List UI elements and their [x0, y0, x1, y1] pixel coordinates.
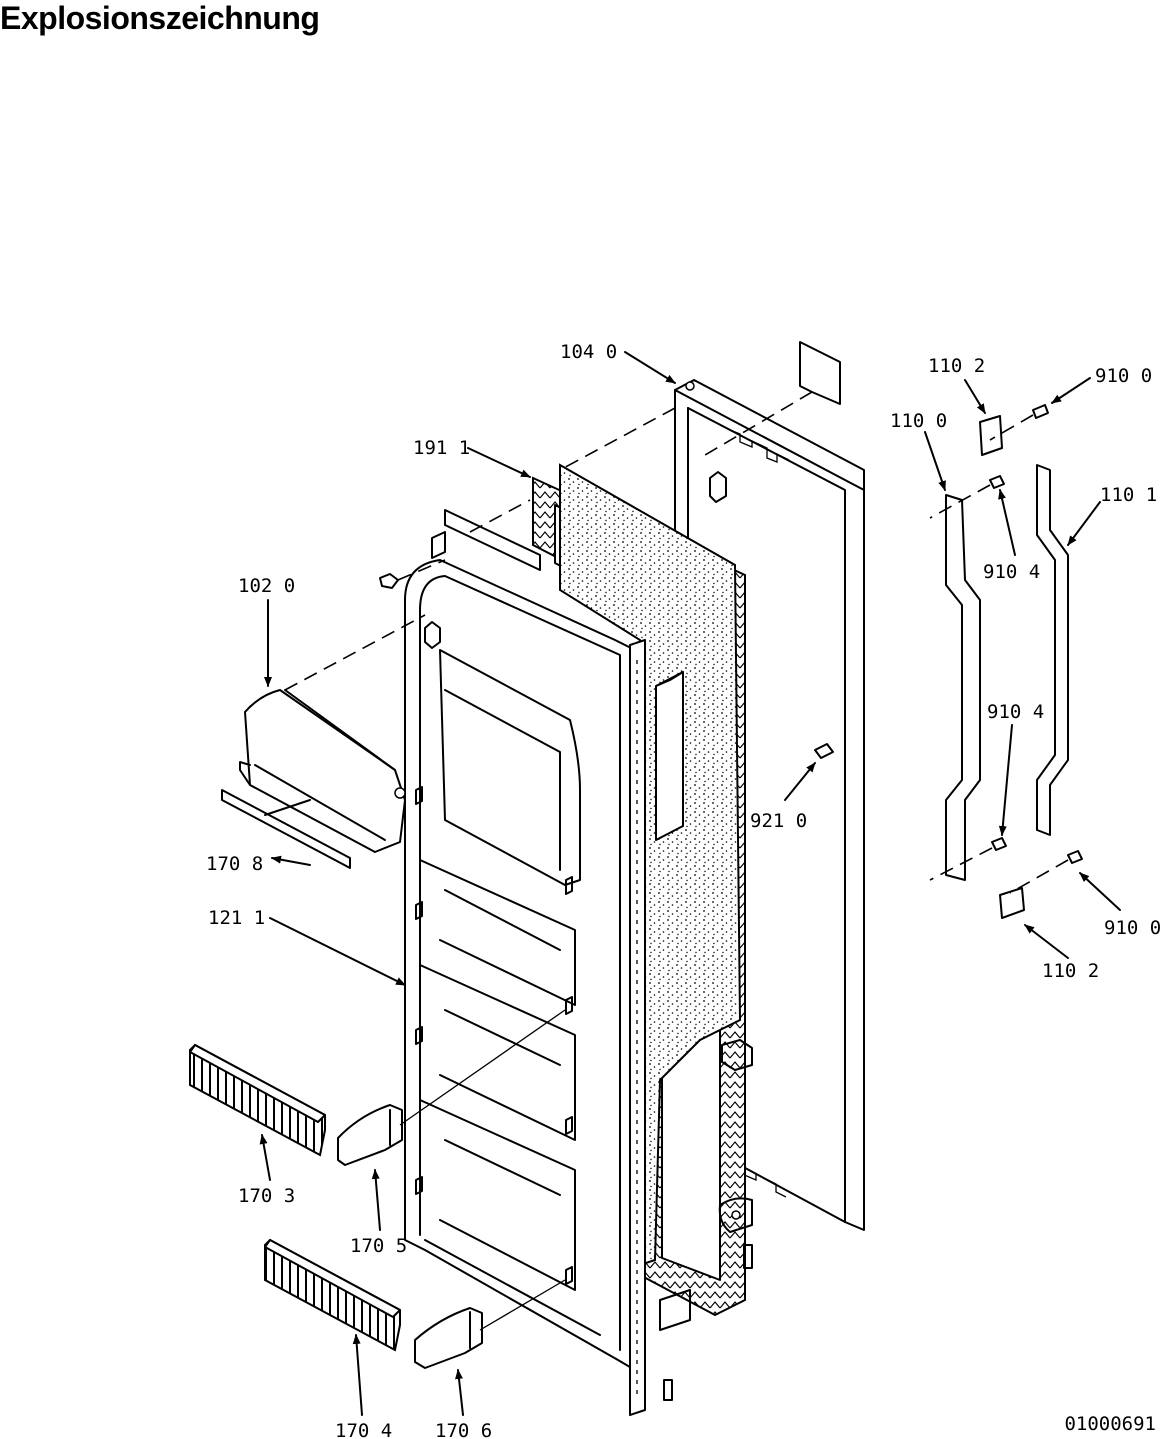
callout-110-0: 110 0: [890, 410, 947, 432]
callout-110-2-bottom: 110 2: [1042, 960, 1099, 982]
inner-door-liner: [404, 509, 646, 1416]
screw: [991, 837, 1007, 851]
screw: [989, 475, 1005, 489]
callout-170-5: 170 5: [350, 1235, 407, 1257]
handle-bar: [1036, 464, 1069, 836]
foam-insulation: [559, 463, 742, 1267]
callout-910-0-top: 910 0: [1095, 365, 1152, 387]
hinge-bracket: [721, 1039, 753, 1071]
callout-910-4-mid: 910 4: [987, 701, 1044, 723]
callout-170-6: 170 6: [435, 1420, 492, 1439]
door-stop: [718, 1197, 753, 1233]
leader-lines: [259, 351, 1121, 1416]
callout-102-0: 102 0: [238, 575, 295, 597]
document-id: 01000691: [1064, 1413, 1156, 1435]
handle-clip-top: [979, 415, 1003, 456]
screw: [743, 1244, 753, 1269]
callout-170-4: 170 4: [335, 1420, 392, 1439]
callout-170-3: 170 3: [238, 1185, 295, 1207]
callout-191-1: 191 1: [413, 437, 470, 459]
door-shelf-upper: [189, 1043, 326, 1157]
handle-clip-bottom: [999, 887, 1025, 919]
callout-910-4-top: 910 4: [983, 561, 1040, 583]
callout-910-0-bottom: 910 0: [1104, 917, 1161, 939]
shelf-end-cap-upper: [337, 1104, 403, 1166]
screw: [379, 573, 399, 589]
shelf-end-cap-lower: [414, 1307, 483, 1369]
screw: [663, 1379, 673, 1401]
handle-mount-bracket: [945, 494, 981, 881]
callout-170-8: 170 8: [206, 853, 263, 875]
lower-hinge: [659, 1289, 691, 1331]
screw: [1067, 850, 1083, 864]
callout-921-0: 921 0: [750, 810, 807, 832]
callout-110-2-top: 110 2: [928, 355, 985, 377]
label-tag: [799, 341, 841, 405]
callout-121-1: 121 1: [208, 907, 265, 929]
door-shelf-lower: [264, 1238, 401, 1352]
page-title: Explosionszeichnung: [0, 0, 320, 36]
dairy-compartment-cover: [239, 689, 406, 853]
screw: [1032, 404, 1049, 419]
cover-trim-strip: [221, 789, 351, 869]
callout-110-1: 110 1: [1100, 484, 1157, 506]
callout-104-0: 104 0: [560, 341, 617, 363]
